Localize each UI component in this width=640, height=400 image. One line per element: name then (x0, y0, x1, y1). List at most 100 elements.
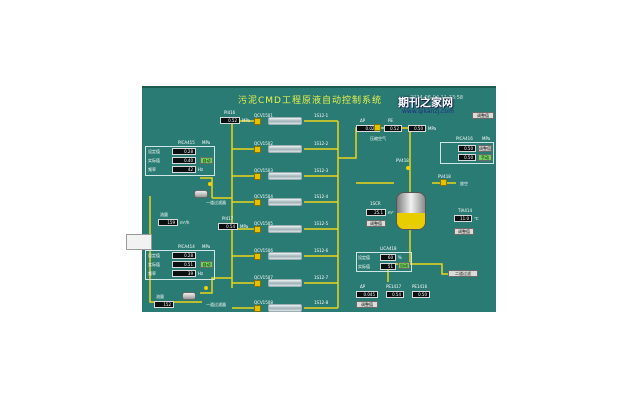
pe1417-value: 0.54 (386, 291, 404, 298)
pump-b-auto-button[interactable]: 自动 (200, 261, 213, 268)
dp-label: ΔP (360, 118, 366, 123)
pica416-manual-button[interactable]: 手动 (478, 154, 492, 161)
pv418-tag: PV418 (396, 158, 409, 163)
mid-pressure-tag: PI417 (222, 216, 234, 221)
pump-b-tag: PICA414 (178, 244, 195, 249)
pump-b-label-act: 实际值 (148, 262, 160, 267)
flow-a-label: 流量 (160, 212, 168, 217)
scada-screen: 污泥CMD工程原液自动控制系统 2024-06-04 11:33:58 PICA… (142, 86, 496, 312)
filter-tag: 1S12-5 (314, 221, 329, 226)
filter-tag: 1S12-3 (314, 168, 329, 173)
filter-a-label: 一道过滤器 (206, 200, 226, 205)
air-valve-icon[interactable] (374, 124, 381, 131)
top-adjust-button[interactable]: 调整值 (472, 112, 494, 119)
filter-b-label: 一道过滤器 (206, 302, 226, 307)
pump-a-frequency: 42 (172, 166, 196, 173)
header-pressure-unit: MPa (242, 118, 251, 123)
valve-tag: QCV1503 (254, 168, 273, 173)
tank-adjust-button[interactable]: 调整值 (366, 220, 386, 227)
filter-unit[interactable] (268, 304, 302, 312)
lica418-auto-button[interactable]: 自动 (398, 262, 410, 269)
pump-b-frequency: 39 (172, 270, 196, 277)
pump-a-actual: 0.40 (172, 157, 196, 164)
filter-unit[interactable] (268, 279, 302, 287)
header-pressure-tag: PI416 (224, 110, 236, 115)
valve-icon[interactable] (254, 173, 261, 180)
pump-a-freq-unit: Hz (198, 167, 204, 172)
lica418-unit: % (398, 255, 402, 260)
filter-unit[interactable] (268, 172, 302, 180)
vent-label: 放空 (460, 181, 468, 186)
pica416-adjust-button[interactable]: 调整值 (478, 145, 492, 152)
bottom-dp-value: 0.045 (356, 291, 378, 298)
valve-tag: QCV1504 (254, 194, 273, 199)
mid-pressure-unit: MPa (240, 224, 249, 229)
filter-unit[interactable] (268, 198, 302, 206)
buffer-tank[interactable] (396, 192, 426, 230)
pump-a-auto-button[interactable]: 自动 (200, 157, 213, 164)
pe-value: 0.52 (384, 125, 402, 132)
header-pressure-value: 0.52 (220, 117, 240, 124)
motor-a-indicator (208, 182, 212, 186)
vent-valve-icon[interactable] (440, 179, 447, 186)
pump-b-icon[interactable] (182, 292, 196, 300)
watermark-url: www.qikanzj.com (402, 108, 454, 115)
pump-a-setpoint[interactable]: 0.28 (172, 148, 196, 155)
valve-tag: QCV1502 (254, 141, 273, 146)
top-reading-value: 0.50 (408, 125, 426, 132)
valve-icon[interactable] (254, 253, 261, 260)
pica416-actual: 0.50 (458, 154, 476, 161)
pica416-setpoint[interactable]: 0.50 (458, 145, 476, 152)
motor-b-indicator (204, 286, 208, 290)
pump-a-label-act: 实际值 (148, 158, 160, 163)
valve-icon[interactable] (254, 146, 261, 153)
temperature-unit: ℃ (474, 216, 479, 221)
tank-level-fill (397, 212, 425, 229)
flow-b-value: 152 (154, 301, 174, 308)
pe1417-tag: PE1417 (386, 284, 402, 289)
tank-volume-value: 25.1 (366, 209, 386, 216)
filter-unit[interactable] (268, 252, 302, 260)
valve-icon[interactable] (254, 280, 261, 287)
temperature-tag: TIA414 (458, 208, 472, 213)
tank-volume-unit: m³ (388, 210, 394, 215)
lica418-setpoint[interactable]: 60 (380, 254, 396, 261)
valve-icon[interactable] (254, 199, 261, 206)
pump-a-icon[interactable] (194, 190, 208, 198)
filter-unit[interactable] (268, 145, 302, 153)
pe1416-value: 0.50 (412, 291, 430, 298)
temperature-adjust-button[interactable]: 调整值 (454, 228, 474, 235)
pump-b-setpoint[interactable]: 0.28 (172, 252, 196, 259)
pump-b-label-freq: 频率 (148, 271, 156, 276)
clock-readout: 2024-06-04 11:33:58 (410, 95, 464, 101)
mid-pressure-value: 0.54 (218, 223, 238, 230)
filter-unit[interactable] (268, 225, 302, 233)
pump-a-label-freq: 频率 (148, 167, 156, 172)
filter-tag: 1S12-6 (314, 248, 329, 253)
lica418-tag: LICA418 (380, 246, 397, 251)
valve-icon[interactable] (254, 305, 261, 312)
lica418-actual: 51 (380, 263, 396, 270)
filter-tag: 1S12-1 (314, 113, 329, 118)
watermark-brand: 期刊之家网 (398, 96, 453, 109)
compressed-air-label: 压缩空气 (370, 136, 386, 141)
pump-b-actual: 0.51 (172, 261, 196, 268)
valve-icon[interactable] (254, 118, 261, 125)
filter-unit[interactable] (268, 117, 302, 125)
pica416-panel (440, 142, 494, 164)
bottom-adjust-button[interactable]: 调整值 (356, 301, 378, 308)
second-filter-button[interactable]: 二道过滤 (448, 270, 478, 277)
valve-tag: QCV1505 (254, 221, 273, 226)
filter-tag: 1S12-4 (314, 194, 329, 199)
valve-icon[interactable] (254, 226, 261, 233)
flow-b-label: 流量 (156, 294, 164, 299)
pv418-indicator (406, 166, 410, 170)
pv418-2-tag: PV418 (438, 174, 451, 179)
pica416-unit: MPa (482, 136, 491, 141)
filter-tag: 1S12-7 (314, 275, 329, 280)
side-nav-button[interactable] (126, 234, 152, 250)
pump-a-tag: PICA415 (178, 140, 195, 145)
valve-tag: QCV1501 (254, 113, 273, 118)
pump-b-label-set: 设定值 (148, 253, 160, 258)
top-reading-unit: MPa (428, 126, 437, 131)
